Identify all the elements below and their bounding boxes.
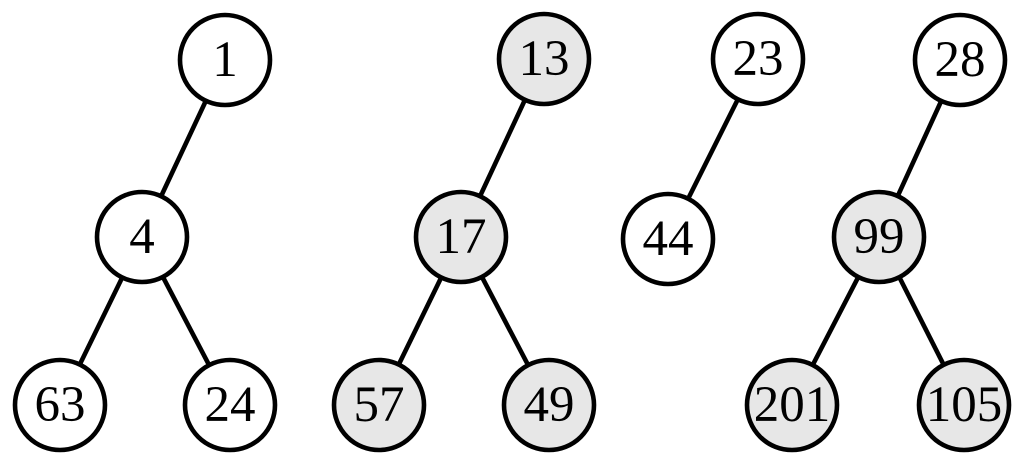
tree-node-28: 28	[912, 12, 1008, 108]
node-label-24: 24	[205, 377, 256, 433]
node-circle-1	[177, 12, 273, 108]
node-label-4: 4	[129, 209, 155, 265]
node-circle-49	[501, 357, 597, 453]
node-label-1: 1	[212, 32, 238, 88]
node-circle-24	[182, 357, 278, 453]
node-label-49: 49	[524, 377, 575, 433]
tree-2: 13 17 57 49	[331, 11, 597, 453]
tree-node-57: 57	[331, 357, 427, 453]
node-circle-44	[620, 191, 716, 287]
node-label-57: 57	[354, 377, 405, 433]
node-label-63: 63	[35, 377, 86, 433]
node-label-201: 201	[754, 377, 831, 433]
node-circle-63	[12, 357, 108, 453]
node-label-99: 99	[854, 209, 905, 265]
node-circle-201	[744, 357, 840, 453]
tree-1: 1 4 63 24	[12, 12, 278, 453]
node-circle-105	[916, 357, 1012, 453]
node-label-105: 105	[926, 377, 1003, 433]
node-circle-17	[413, 189, 509, 285]
tree-node-1: 1	[177, 12, 273, 108]
node-label-44: 44	[643, 211, 694, 267]
node-circle-4	[94, 189, 190, 285]
node-label-28: 28	[935, 32, 986, 88]
tree-4: 28 99 201 105	[744, 12, 1012, 453]
tree-node-13: 13	[496, 11, 592, 107]
tree-node-63: 63	[12, 357, 108, 453]
tree-node-24: 24	[182, 357, 278, 453]
node-label-23: 23	[733, 31, 784, 87]
node-circle-23	[710, 11, 806, 107]
tree-node-4: 4	[94, 189, 190, 285]
node-circle-13	[496, 11, 592, 107]
node-circle-57	[331, 357, 427, 453]
node-label-17: 17	[436, 209, 487, 265]
tree-3: 23 44	[620, 11, 806, 287]
tree-node-99: 99	[831, 189, 927, 285]
node-circle-99	[831, 189, 927, 285]
tree-node-49: 49	[501, 357, 597, 453]
tree-node-17: 17	[413, 189, 509, 285]
node-circle-28	[912, 12, 1008, 108]
tree-node-44: 44	[620, 191, 716, 287]
node-label-13: 13	[519, 31, 570, 87]
tree-node-201: 201	[744, 357, 840, 453]
tree-node-105: 105	[916, 357, 1012, 453]
tree-node-23: 23	[710, 11, 806, 107]
